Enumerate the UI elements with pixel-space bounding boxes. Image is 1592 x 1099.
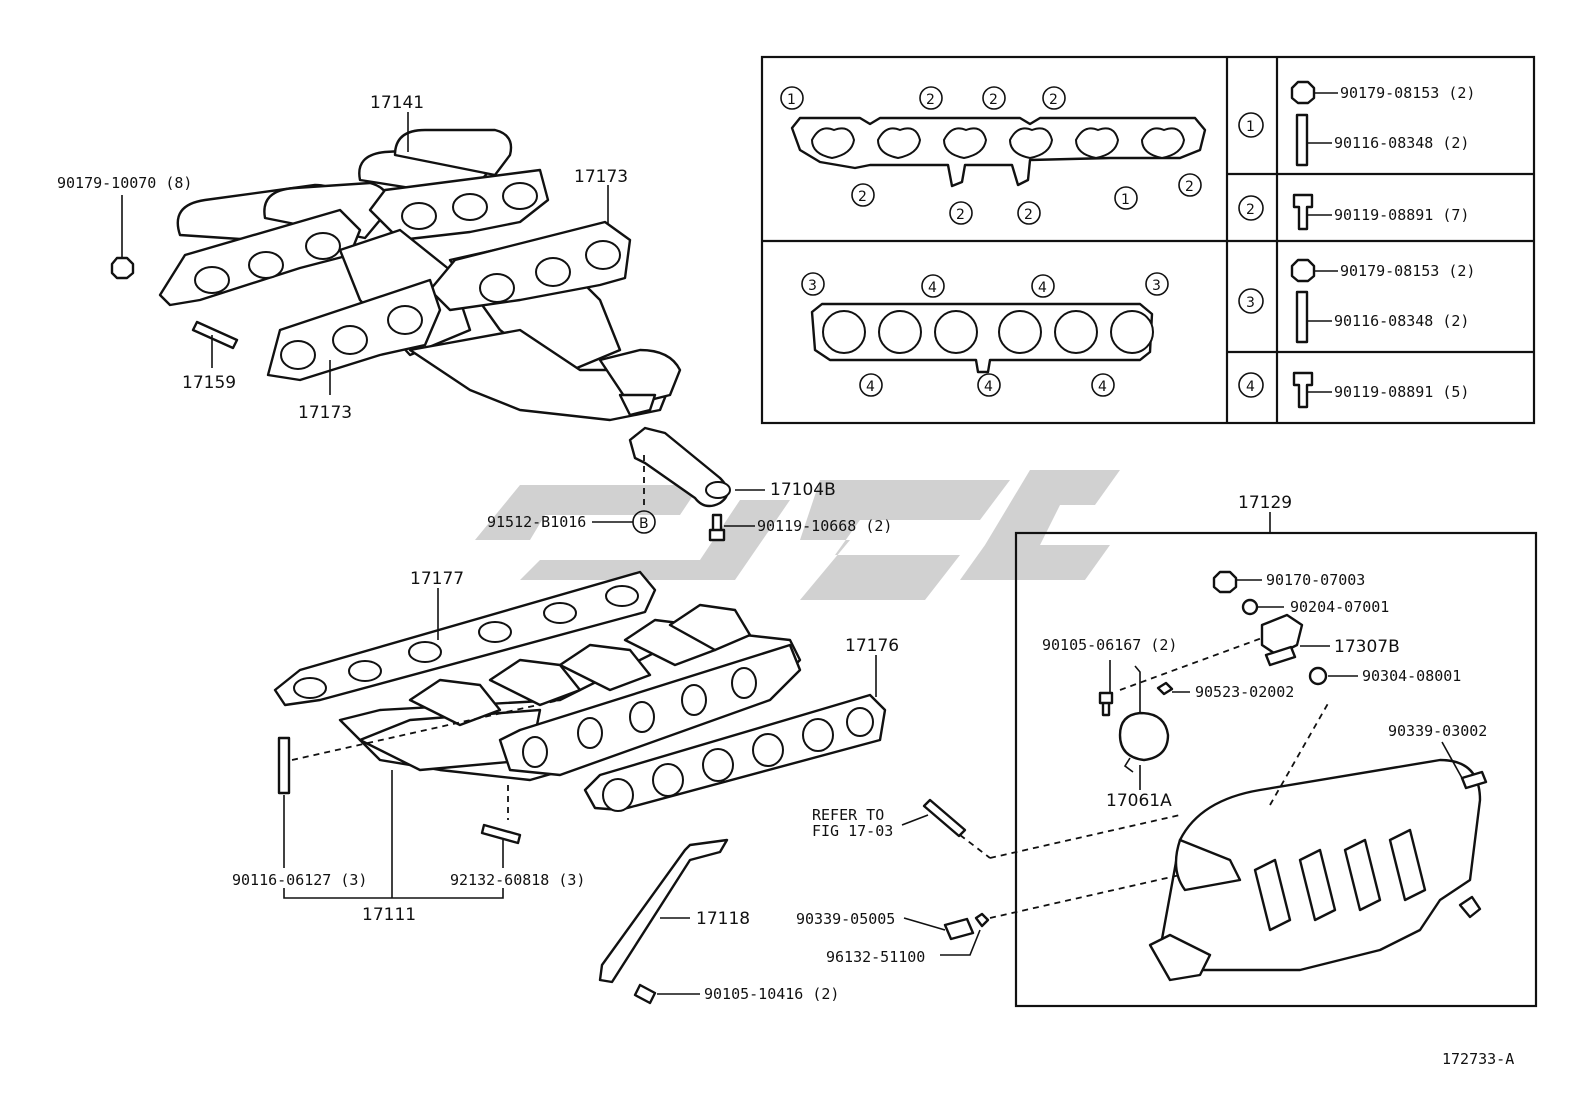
- vsv-valve-17061a: [1118, 711, 1170, 762]
- bolt-icon: [1264, 645, 1297, 667]
- exhaust-gasket-upper: [790, 116, 1207, 188]
- callout-90170: 90170-07003: [1266, 571, 1365, 589]
- callout-90339-03002: 90339-03002: [1388, 722, 1487, 740]
- intake-gasket-17177: [273, 570, 657, 707]
- callout-17176: 17176: [845, 636, 899, 656]
- legend-marker: 3: [1246, 295, 1255, 311]
- bolt-icon: [708, 513, 726, 542]
- marker-label: 4: [1038, 280, 1047, 296]
- callout-90105-10416: 90105-10416 (2): [704, 985, 839, 1003]
- plenum-assembly-box: [1014, 531, 1538, 1008]
- callout-96132: 96132-51100: [826, 948, 925, 966]
- callout-92132: 92132-60818 (3): [450, 871, 585, 889]
- marker-label: 2: [1049, 92, 1058, 108]
- fastener-legend: 1 2 3 4 90179-08153 (2) 90116-08348 (2) …: [1238, 80, 1475, 409]
- refer-fig-label: FIG 17-03: [812, 822, 893, 840]
- stud-icon: [922, 798, 967, 838]
- callout-17104b: 17104B: [770, 480, 836, 500]
- marker-label: 1: [1121, 192, 1130, 208]
- gasket-markers: 1 2 2 2 2 2 2 1 2 3 4 4 3 4 4 4: [780, 86, 1202, 397]
- marker-label: 4: [984, 379, 993, 395]
- callout-b: B: [639, 516, 649, 532]
- callout-90339-05005: 90339-05005: [796, 910, 895, 928]
- nut-icon: [1212, 570, 1238, 594]
- exhaust-manifold-assembly: [158, 128, 682, 422]
- bolt-icon: [1098, 691, 1114, 717]
- nut-icon: [1290, 80, 1316, 105]
- washer-icon: [1241, 598, 1259, 616]
- callout-17061a: 17061A: [1106, 791, 1172, 811]
- hose-icon: [943, 917, 975, 941]
- callout-90204: 90204-07001: [1290, 598, 1389, 616]
- callout-17173-bottom: 17173: [298, 403, 352, 423]
- gasket-detail-panel: [760, 55, 1536, 425]
- plug-icon: [1460, 770, 1488, 790]
- marker-label: 2: [956, 207, 965, 223]
- callout-17141: 17141: [370, 93, 424, 113]
- vsv-bracket-17307b: [1260, 613, 1304, 657]
- marker-label: 2: [1024, 207, 1033, 223]
- callout-91512: 91512-B1016: [487, 513, 586, 531]
- intake-gasket-17176: [583, 693, 887, 812]
- intake-manifold-17111: [338, 603, 802, 782]
- callout-17129: 17129: [1238, 493, 1292, 513]
- marker-label: 4: [866, 379, 875, 395]
- marker-label: 4: [928, 280, 937, 296]
- watermark-logo: [475, 470, 1120, 600]
- callout-90179-10070: 90179-10070 (8): [57, 174, 192, 192]
- callout-17118: 17118: [696, 909, 750, 929]
- callout-17173-top: 17173: [574, 167, 628, 187]
- callout-90119-10668: 90119-10668 (2): [757, 517, 892, 535]
- callout-17177: 17177: [410, 569, 464, 589]
- marker-label: 1: [787, 92, 796, 108]
- bolt-icon: [1292, 193, 1314, 231]
- manifold-stay-17118: [598, 838, 729, 984]
- intake-plenum-17129: [1148, 758, 1482, 982]
- clamp-icon: [974, 912, 990, 928]
- marker-label: 2: [1185, 179, 1194, 195]
- legend-item: 90119-08891 (5): [1334, 383, 1469, 401]
- callout-90304: 90304-08001: [1362, 667, 1461, 685]
- nut-icon: [110, 256, 135, 280]
- legend-item: 90179-08153 (2): [1340, 84, 1475, 102]
- callout-90116-06127: 90116-06127 (3): [232, 871, 367, 889]
- legend-marker: 4: [1246, 379, 1255, 395]
- legend-item: 90116-08348 (2): [1334, 312, 1469, 330]
- marker-label: 2: [858, 189, 867, 205]
- bolt-icon: [633, 983, 657, 1005]
- legend-item: 90116-08348 (2): [1334, 134, 1469, 152]
- marker-label: 3: [808, 278, 817, 294]
- marker-label: 3: [1152, 278, 1161, 294]
- clip-icon: [1156, 681, 1174, 696]
- callout-17159: 17159: [182, 373, 236, 393]
- legend-marker: 1: [1246, 119, 1255, 135]
- nut-icon: [1290, 258, 1316, 283]
- figure-number: 172733-A: [1442, 1050, 1514, 1068]
- stud-icon: [277, 736, 291, 795]
- stud-icon: [1295, 290, 1309, 344]
- legend-marker: 2: [1246, 202, 1255, 218]
- refer-to-label: REFER TO: [812, 806, 884, 824]
- bolt-icon: [1292, 371, 1314, 409]
- stud-17159-icon: [191, 320, 239, 350]
- bracket-17104b: [628, 426, 765, 510]
- legend-item: 90119-08891 (7): [1334, 206, 1469, 224]
- marker-label: 2: [989, 92, 998, 108]
- callout-17307b: 17307B: [1334, 637, 1400, 657]
- callout-90523: 90523-02002: [1195, 683, 1294, 701]
- legend-item: 90179-08153 (2): [1340, 262, 1475, 280]
- stud-icon: [480, 823, 522, 845]
- callout-90105-06167: 90105-06167 (2): [1042, 636, 1177, 654]
- washer-icon: [1308, 666, 1328, 686]
- stud-icon: [1295, 113, 1309, 167]
- callout-17111: 17111: [362, 905, 416, 925]
- marker-label: 4: [1098, 379, 1107, 395]
- marker-label: 2: [926, 92, 935, 108]
